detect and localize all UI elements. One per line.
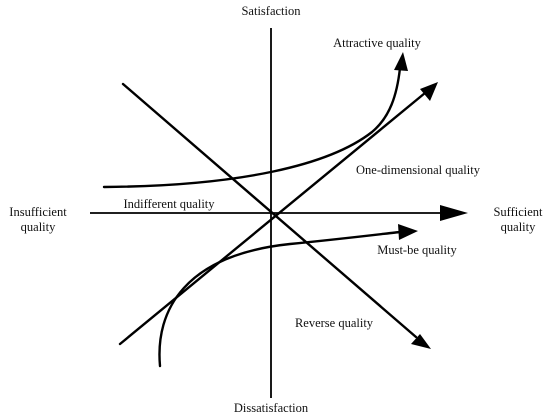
must-be-quality-curve	[158, 230, 402, 368]
attractive-quality-arrowhead	[394, 52, 408, 71]
axis-label-sufficient-line1: Sufficient	[493, 205, 543, 219]
axis-label-insufficient-line1: Insufficient	[9, 205, 67, 219]
attractive-quality-curve	[102, 66, 402, 189]
axis-label-sufficient-line2: quality	[501, 220, 536, 234]
axis-label-satisfaction: Satisfaction	[241, 4, 301, 18]
label-indifferent-quality: Indifferent quality	[123, 197, 215, 211]
label-attractive-quality: Attractive quality	[333, 36, 422, 50]
label-must-be-quality: Must-be quality	[377, 243, 457, 257]
must-be-quality-arrowhead	[398, 224, 418, 240]
reverse-quality-arrowhead	[411, 334, 431, 349]
label-one-dimensional-quality: One-dimensional quality	[356, 163, 481, 177]
axis-label-dissatisfaction: Dissatisfaction	[234, 401, 309, 415]
label-reverse-quality: Reverse quality	[295, 316, 374, 330]
horizontal-axis-arrowhead	[440, 205, 468, 221]
one-dimensional-quality-arrowhead	[420, 82, 438, 101]
axis-label-insufficient-line2: quality	[21, 220, 56, 234]
one-dimensional-quality-line	[118, 91, 427, 346]
reverse-quality-line	[121, 82, 418, 339]
